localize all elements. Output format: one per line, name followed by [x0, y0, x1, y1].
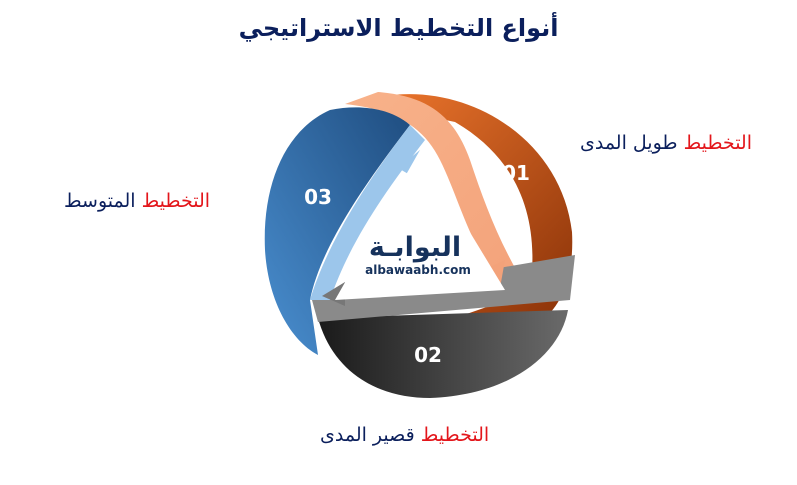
segment-02-arrowhead	[322, 282, 345, 306]
label-short-term-red: التخطيط	[420, 424, 490, 446]
segment-01-shape	[360, 94, 573, 318]
logo-domain-text: albawaabh.com	[365, 263, 471, 277]
label-long-term-red: التخطيط	[683, 132, 752, 154]
label-medium-term-navy: المتوسط	[64, 190, 136, 212]
label-medium-term: التخطيط المتوسط	[64, 190, 210, 212]
center-triangle	[335, 150, 505, 300]
label-short-term-navy: قصير المدى	[320, 424, 415, 446]
segment-01-ribbon	[345, 92, 528, 293]
albawaabh-logo: البوابـة albawaabh.com	[365, 232, 471, 277]
segment-03-shape	[264, 107, 410, 355]
segment-01-number: 01	[502, 161, 530, 185]
segment-02-shape	[318, 310, 568, 398]
label-medium-term-red: التخطيط	[141, 190, 211, 212]
segment-03-number: 03	[304, 185, 332, 209]
logo-arabic-text: البوابـة	[369, 232, 461, 263]
diagram-title: أنواع التخطيط الاستراتيجي	[238, 14, 559, 42]
segment-02-number: 02	[414, 343, 442, 367]
label-long-term: التخطيط طويل المدى	[580, 132, 752, 154]
label-short-term: التخطيط قصير المدى	[320, 424, 489, 446]
segment-03-ribbon	[310, 125, 425, 300]
label-long-term-navy: طويل المدى	[579, 132, 678, 154]
